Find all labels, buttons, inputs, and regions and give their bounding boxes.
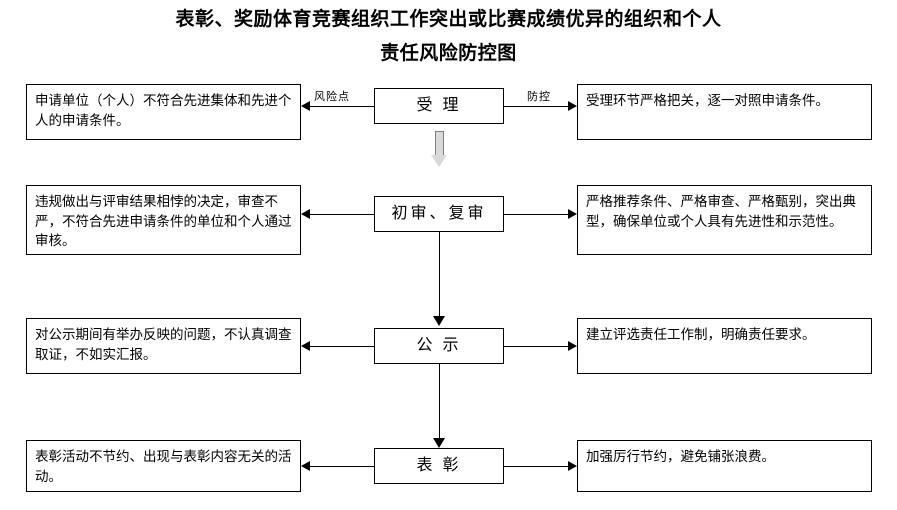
stage-box-1: 受 理 [374,88,504,124]
connector-control-1 [504,106,568,107]
connector-risk-3 [310,346,374,347]
risk-box-4: 表彰活动不节约、出现与表彰内容无关的活动。 [26,440,301,492]
flow-line-3-4 [439,364,440,440]
connector-risk-4 [310,466,374,467]
column-header-risk: 风险点 [314,91,350,103]
connector-control-2 [504,214,568,215]
stage-box-2: 初审、复审 [374,196,504,232]
arrow-control-3 [568,341,577,351]
stage-box-4: 表 彰 [374,448,504,484]
connector-risk-1 [310,106,374,107]
arrow-risk-3 [301,341,310,351]
risk-box-2: 违规做出与评审结果相悖的决定，审查不严，不符合先进申请条件的单位和个人通过审核。 [26,185,301,255]
flow-line-2-3 [439,232,440,318]
connector-risk-2 [310,214,374,215]
risk-box-3: 对公示期间有举办反映的问题，不认真调查取证，不如实汇报。 [26,318,301,374]
arrow-control-1 [568,101,577,111]
risk-box-1: 申请单位（个人）不符合先进集体和先进个人的申请条件。 [26,84,301,140]
arrow-risk-2 [301,209,310,219]
connector-control-3 [504,346,568,347]
control-box-3: 建立评选责任工作制，明确责任要求。 [577,318,872,374]
control-box-2: 严格推荐条件、严格审查、严格甄别，突出典型，确保单位或个人具有先进性和示范性。 [577,185,872,255]
arrow-risk-4 [301,461,310,471]
arrow-control-4 [568,461,577,471]
flow-arrow-1-2 [431,131,447,169]
flow-arrow-2-3 [433,316,445,326]
control-box-1: 受理环节严格把关，逐一对照申请条件。 [577,84,872,140]
control-box-4: 加强厉行节约，避免铺张浪费。 [577,440,872,492]
connector-control-4 [504,466,568,467]
page-title-line1: 表彰、奖励体育竞赛组织工作突出或比赛成绩优异的组织和个人 [175,9,722,30]
arrow-control-2 [568,209,577,219]
page-title-line2: 责任风险防控图 [380,43,517,64]
flow-arrow-3-4 [433,438,445,448]
stage-box-3: 公 示 [374,328,504,364]
column-header-control: 防控 [527,91,551,103]
arrow-risk-1 [301,101,310,111]
